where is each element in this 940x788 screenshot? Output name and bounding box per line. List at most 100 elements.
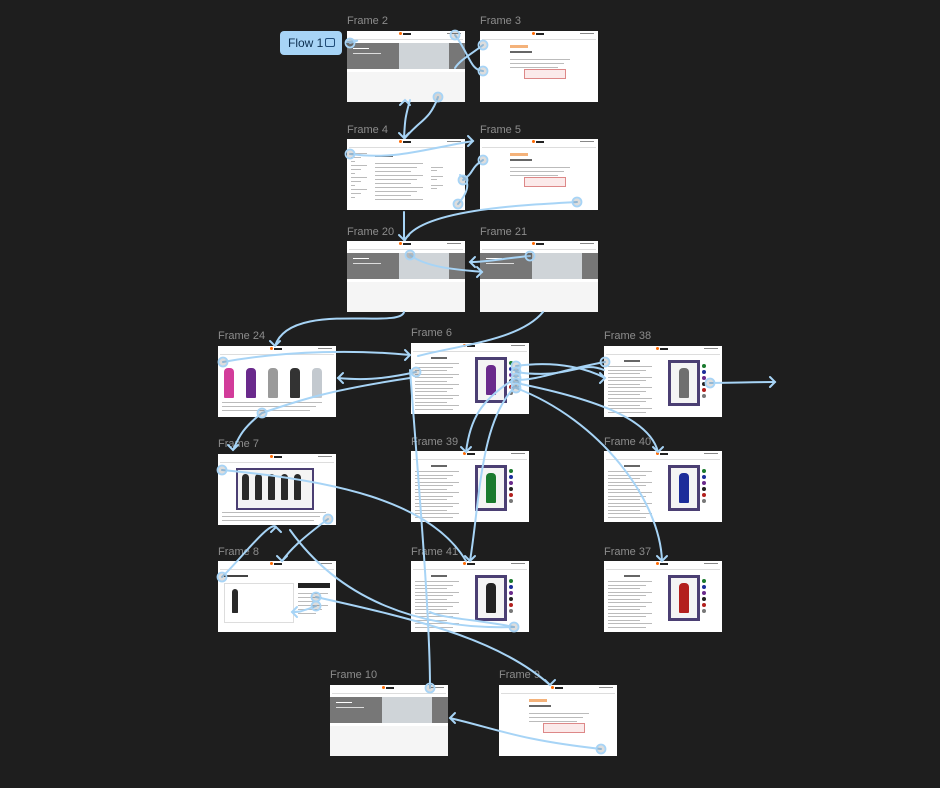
text-line [608, 397, 652, 399]
zalando-logo [270, 562, 282, 566]
zalando-logo [656, 562, 668, 566]
gallery-figure [242, 474, 249, 500]
frame-38-label: Frame 38 [604, 330, 652, 342]
color-swatch [509, 591, 513, 595]
play-frame-icon[interactable] [325, 38, 335, 47]
gallery-figure [281, 474, 288, 500]
text-line [608, 506, 646, 507]
account-icons [511, 453, 525, 454]
frame-24-thumbnail[interactable] [218, 346, 336, 417]
category-bar [482, 249, 596, 250]
flow-1-badge[interactable]: Flow 1 [280, 31, 342, 55]
logo-text [274, 348, 282, 350]
text-line [608, 623, 652, 624]
text-line [431, 170, 437, 171]
text-line [415, 502, 459, 504]
text-line [608, 509, 640, 511]
hero-subtitle [353, 263, 381, 264]
category-bar [220, 462, 334, 463]
frame-2-thumbnail[interactable] [347, 31, 465, 102]
color-swatch [509, 373, 513, 377]
text-line [608, 609, 640, 610]
color-swatch [509, 379, 513, 383]
frame-39-thumbnail[interactable] [411, 451, 529, 522]
text-line [415, 623, 459, 624]
account-icons [318, 456, 332, 457]
hero-image [399, 253, 449, 279]
zalando-logo [399, 140, 411, 144]
logo-mark [532, 140, 535, 143]
frame-9-thumbnail[interactable] [499, 685, 617, 756]
text-line [222, 512, 326, 513]
frame-37-thumbnail[interactable] [604, 561, 722, 632]
text-line [608, 369, 646, 371]
product-image [668, 575, 700, 621]
logo-mark [532, 32, 535, 35]
text-line [415, 363, 459, 364]
text-line [608, 394, 640, 395]
category-bar [220, 354, 334, 355]
text-line [415, 609, 447, 610]
connection-line [337, 371, 417, 381]
frame-21-thumbnail[interactable] [480, 241, 598, 312]
frame-24-label: Frame 24 [218, 330, 266, 342]
frame-6-thumbnail[interactable] [411, 343, 529, 414]
text-line [222, 410, 310, 411]
color-swatch [702, 585, 706, 589]
frame-20-thumbnail[interactable] [347, 241, 465, 312]
hero-subtitle [486, 263, 514, 264]
frame-4-thumbnail[interactable] [347, 139, 465, 210]
color-swatch [509, 585, 513, 589]
text-line [608, 584, 646, 586]
logo-text [536, 141, 544, 143]
frame-5-thumbnail[interactable] [480, 139, 598, 210]
color-swatch [509, 603, 513, 607]
frame-10-thumbnail[interactable] [330, 685, 448, 756]
color-swatch [702, 382, 706, 386]
action-box [524, 69, 566, 79]
product-image [475, 465, 507, 511]
hero-title [486, 258, 502, 259]
account-icons [447, 33, 461, 34]
text-line [415, 499, 447, 500]
text-line [415, 509, 447, 511]
logo-text [403, 33, 411, 35]
hero-subtitle [353, 53, 381, 54]
frame-3-thumbnail[interactable] [480, 31, 598, 102]
text-line [415, 405, 459, 406]
hero-title [353, 258, 369, 259]
text-line [298, 609, 322, 610]
product-title [624, 360, 640, 362]
cart-title [224, 575, 248, 577]
listing-product [246, 368, 256, 398]
frame-37-label: Frame 37 [604, 546, 652, 558]
heading-number [510, 153, 528, 156]
gallery-figure [268, 474, 275, 500]
text-line [298, 601, 316, 602]
connection-arrow [398, 234, 410, 242]
text-line [222, 402, 322, 403]
connection-line [409, 369, 431, 689]
frame-7-thumbnail[interactable] [218, 454, 336, 525]
logo-text [467, 453, 475, 455]
color-swatch [702, 481, 706, 485]
frame-8-thumbnail[interactable] [218, 561, 336, 632]
text-line [431, 185, 443, 186]
listing-product [312, 368, 322, 398]
category-bar [349, 39, 463, 40]
color-swatch [702, 475, 706, 479]
logo-mark [656, 452, 659, 455]
logo-mark [270, 347, 273, 350]
frame-2-label: Frame 2 [347, 15, 388, 27]
text-line [351, 177, 367, 178]
doc-title [375, 155, 393, 157]
text-line [375, 175, 423, 176]
text-line [415, 481, 459, 483]
listing-product [224, 368, 234, 398]
frame-38-thumbnail[interactable] [604, 346, 722, 417]
category-bar [482, 147, 596, 148]
zalando-logo [463, 452, 475, 456]
color-swatch [702, 609, 706, 613]
frame-41-thumbnail[interactable] [411, 561, 529, 632]
frame-40-thumbnail[interactable] [604, 451, 722, 522]
